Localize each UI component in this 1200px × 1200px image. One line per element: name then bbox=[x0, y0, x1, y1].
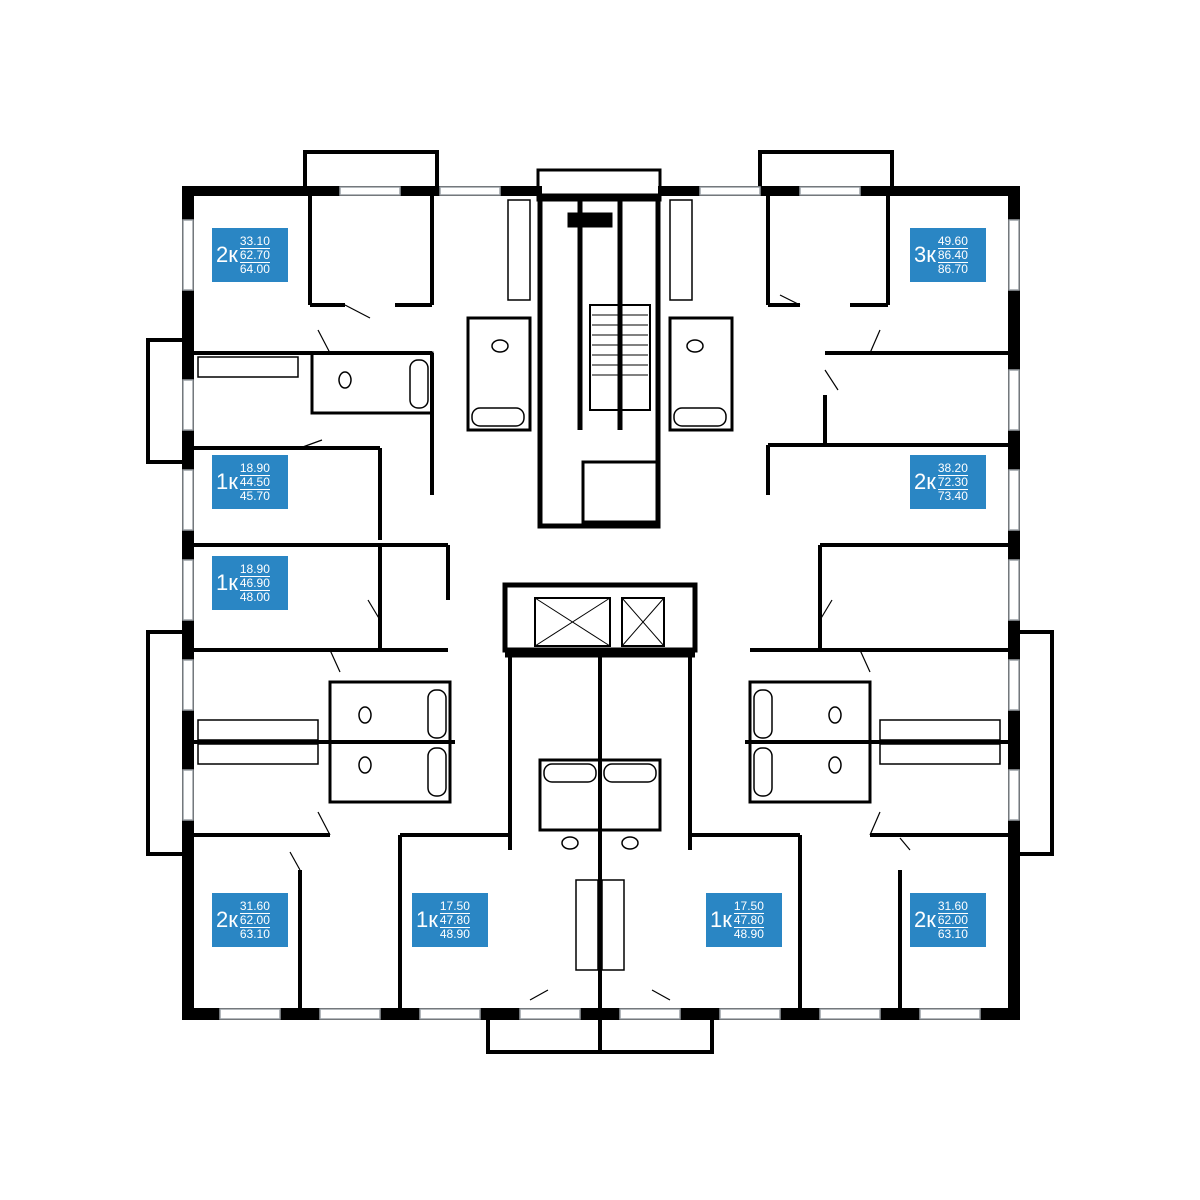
room-count: 3к bbox=[914, 242, 936, 267]
area-values: 17.50 47.80 48.90 bbox=[733, 898, 764, 941]
toilets bbox=[338, 339, 842, 850]
total-area: 86.40 bbox=[937, 247, 968, 262]
room-count: 2к bbox=[914, 469, 936, 494]
apartment-label: 2к 31.60 62.00 63.10 bbox=[910, 893, 986, 947]
apartment-label: 1к 17.50 47.80 48.90 bbox=[706, 893, 782, 947]
bathtubs bbox=[409, 359, 773, 797]
balcony-area: 45.70 bbox=[239, 488, 270, 503]
total-area: 46.90 bbox=[239, 575, 270, 590]
balcony-area: 73.40 bbox=[937, 488, 968, 503]
core bbox=[502, 193, 698, 658]
room-count: 1к bbox=[416, 907, 438, 932]
balcony-area: 48.90 bbox=[733, 926, 764, 941]
kitchen-counters bbox=[197, 199, 1001, 971]
living-area: 33.10 bbox=[239, 233, 270, 248]
area-values: 49.60 86.40 86.70 bbox=[937, 233, 968, 276]
living-area: 18.90 bbox=[239, 561, 270, 576]
room-count: 2к bbox=[216, 907, 238, 932]
room-count: 1к bbox=[216, 570, 238, 595]
door-swings bbox=[289, 294, 911, 1001]
apartment-label: 1к 18.90 44.50 45.70 bbox=[212, 455, 288, 509]
total-area: 72.30 bbox=[937, 474, 968, 489]
balcony-area: 64.00 bbox=[239, 261, 270, 276]
living-area: 17.50 bbox=[439, 898, 470, 913]
stair-treads bbox=[592, 314, 648, 376]
apartment-label: 2к 33.10 62.70 64.00 bbox=[212, 228, 288, 282]
total-area: 47.80 bbox=[439, 912, 470, 927]
balcony-area: 63.10 bbox=[239, 926, 270, 941]
room-count: 2к bbox=[914, 907, 936, 932]
area-values: 31.60 62.00 63.10 bbox=[937, 898, 968, 941]
apartment-label: 1к 17.50 47.80 48.90 bbox=[412, 893, 488, 947]
interior-walls bbox=[194, 196, 1008, 1008]
balcony-area: 48.00 bbox=[239, 589, 270, 604]
area-values: 31.60 62.00 63.10 bbox=[239, 898, 270, 941]
room-count: 2к bbox=[216, 242, 238, 267]
total-area: 47.80 bbox=[733, 912, 764, 927]
living-area: 18.90 bbox=[239, 460, 270, 475]
balcony-area: 63.10 bbox=[937, 926, 968, 941]
area-values: 38.20 72.30 73.40 bbox=[937, 460, 968, 503]
apartment-label: 1к 18.90 46.90 48.00 bbox=[212, 556, 288, 610]
room-count: 1к bbox=[216, 469, 238, 494]
area-values: 18.90 46.90 48.00 bbox=[239, 561, 270, 604]
total-area: 62.00 bbox=[239, 912, 270, 927]
living-area: 38.20 bbox=[937, 460, 968, 475]
area-values: 18.90 44.50 45.70 bbox=[239, 460, 270, 503]
total-area: 44.50 bbox=[239, 474, 270, 489]
apartment-label: 2к 38.20 72.30 73.40 bbox=[910, 455, 986, 509]
total-area: 62.70 bbox=[239, 247, 270, 262]
apartment-label: 2к 31.60 62.00 63.10 bbox=[212, 893, 288, 947]
area-values: 33.10 62.70 64.00 bbox=[239, 233, 270, 276]
total-area: 62.00 bbox=[937, 912, 968, 927]
apartment-label: 3к 49.60 86.40 86.70 bbox=[910, 228, 986, 282]
bathrooms bbox=[310, 316, 872, 832]
windows bbox=[182, 186, 1020, 1020]
area-values: 17.50 47.80 48.90 bbox=[439, 898, 470, 941]
living-area: 31.60 bbox=[937, 898, 968, 913]
room-count: 1к bbox=[710, 907, 732, 932]
living-area: 31.60 bbox=[239, 898, 270, 913]
living-area: 49.60 bbox=[937, 233, 968, 248]
balcony-area: 86.70 bbox=[937, 261, 968, 276]
living-area: 17.50 bbox=[733, 898, 764, 913]
balcony-area: 48.90 bbox=[439, 926, 470, 941]
